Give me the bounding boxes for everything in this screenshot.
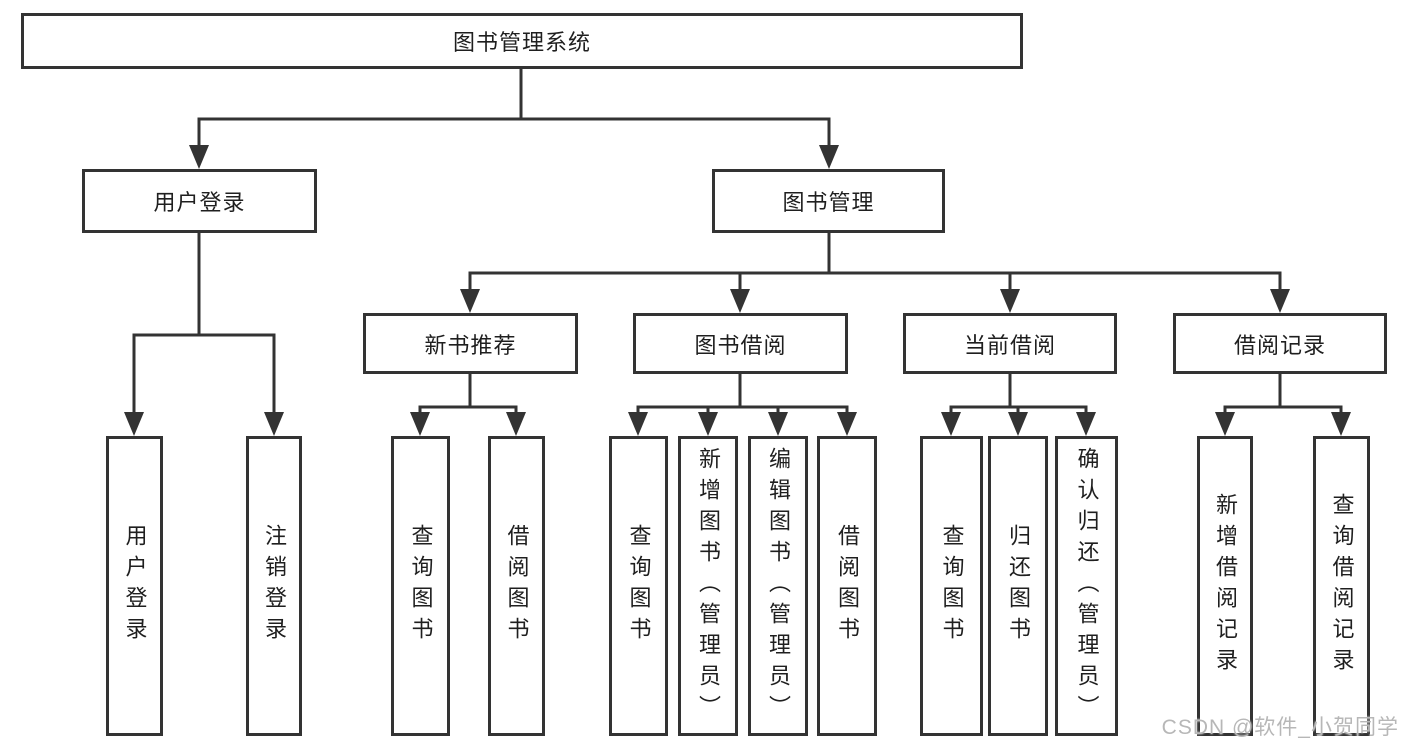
node-book-borrow: 图书借阅 [633,313,848,374]
arrowhead [1215,412,1235,436]
connector-level1-split [197,117,831,147]
arrowhead [124,412,144,436]
leaf-label: 查询借阅记录 [1329,493,1355,679]
connector-bookborrow-split [636,405,849,414]
arrowhead [1270,289,1290,313]
leaf-label: 查询图书 [408,524,434,648]
leaf-label: 查询图书 [626,524,652,648]
leaf-label: 借阅图书 [835,524,860,648]
leaf-query-borrow-record: 查询借阅记录 [1313,436,1370,736]
connector-borrowrecords-split [1223,405,1343,414]
arrowhead [730,289,750,313]
arrowhead [628,412,648,436]
leaf-add-borrow-record: 新增借阅记录 [1197,436,1253,736]
leaf-borrow-books: 借阅图书 [817,436,877,736]
arrowhead [698,412,718,436]
leaf-label: 注销登录 [262,524,287,648]
leaf-return-books: 归还图书 [988,436,1048,736]
leaf-label: 用户登录 [122,524,148,648]
node-root: 图书管理系统 [21,13,1023,69]
arrowhead [506,412,526,436]
connector-userlogin-split [132,333,276,414]
leaf-confirm-return-admin: 确认归还（管理员） [1055,436,1118,736]
arrowhead [189,145,209,169]
connector-newbook-split [418,405,518,414]
leaf-label: 查询图书 [939,524,965,648]
node-book-management: 图书管理 [712,169,945,233]
leaf-logout: 注销登录 [246,436,302,736]
arrowhead [768,412,788,436]
leaf-label: 编辑图书（管理员） [766,446,791,726]
leaf-query-books-recommend: 查询图书 [391,436,450,736]
arrowhead [460,289,480,313]
leaf-edit-book-admin: 编辑图书（管理员） [748,436,808,736]
arrowhead [410,412,430,436]
arrowhead [1331,412,1351,436]
arrowhead [837,412,857,436]
arrowhead [1000,289,1020,313]
arrowhead [819,145,839,169]
arrowhead [1008,412,1028,436]
watermark: CSDN @软件_小贺同学 [1161,716,1399,739]
leaf-label: 归还图书 [1006,524,1031,648]
node-user-login: 用户登录 [82,169,317,233]
leaf-label: 借阅图书 [504,524,530,648]
arrowhead [264,412,284,436]
connector-level3-split [468,271,1282,291]
leaf-add-book-admin: 新增图书（管理员） [678,436,738,736]
leaf-user-login: 用户登录 [106,436,163,736]
arrowhead [941,412,961,436]
node-new-book-recommend: 新书推荐 [363,313,578,374]
leaf-label: 新增图书（管理员） [696,446,721,726]
node-borrow-records: 借阅记录 [1173,313,1387,374]
leaf-borrow-books-recommend: 借阅图书 [488,436,545,736]
arrowhead [1076,412,1096,436]
leaf-label: 确认归还（管理员） [1074,446,1100,726]
leaf-query-books-borrow: 查询图书 [609,436,668,736]
node-current-borrow: 当前借阅 [903,313,1117,374]
leaf-label: 新增借阅记录 [1213,493,1238,679]
leaf-query-books-current: 查询图书 [920,436,983,736]
